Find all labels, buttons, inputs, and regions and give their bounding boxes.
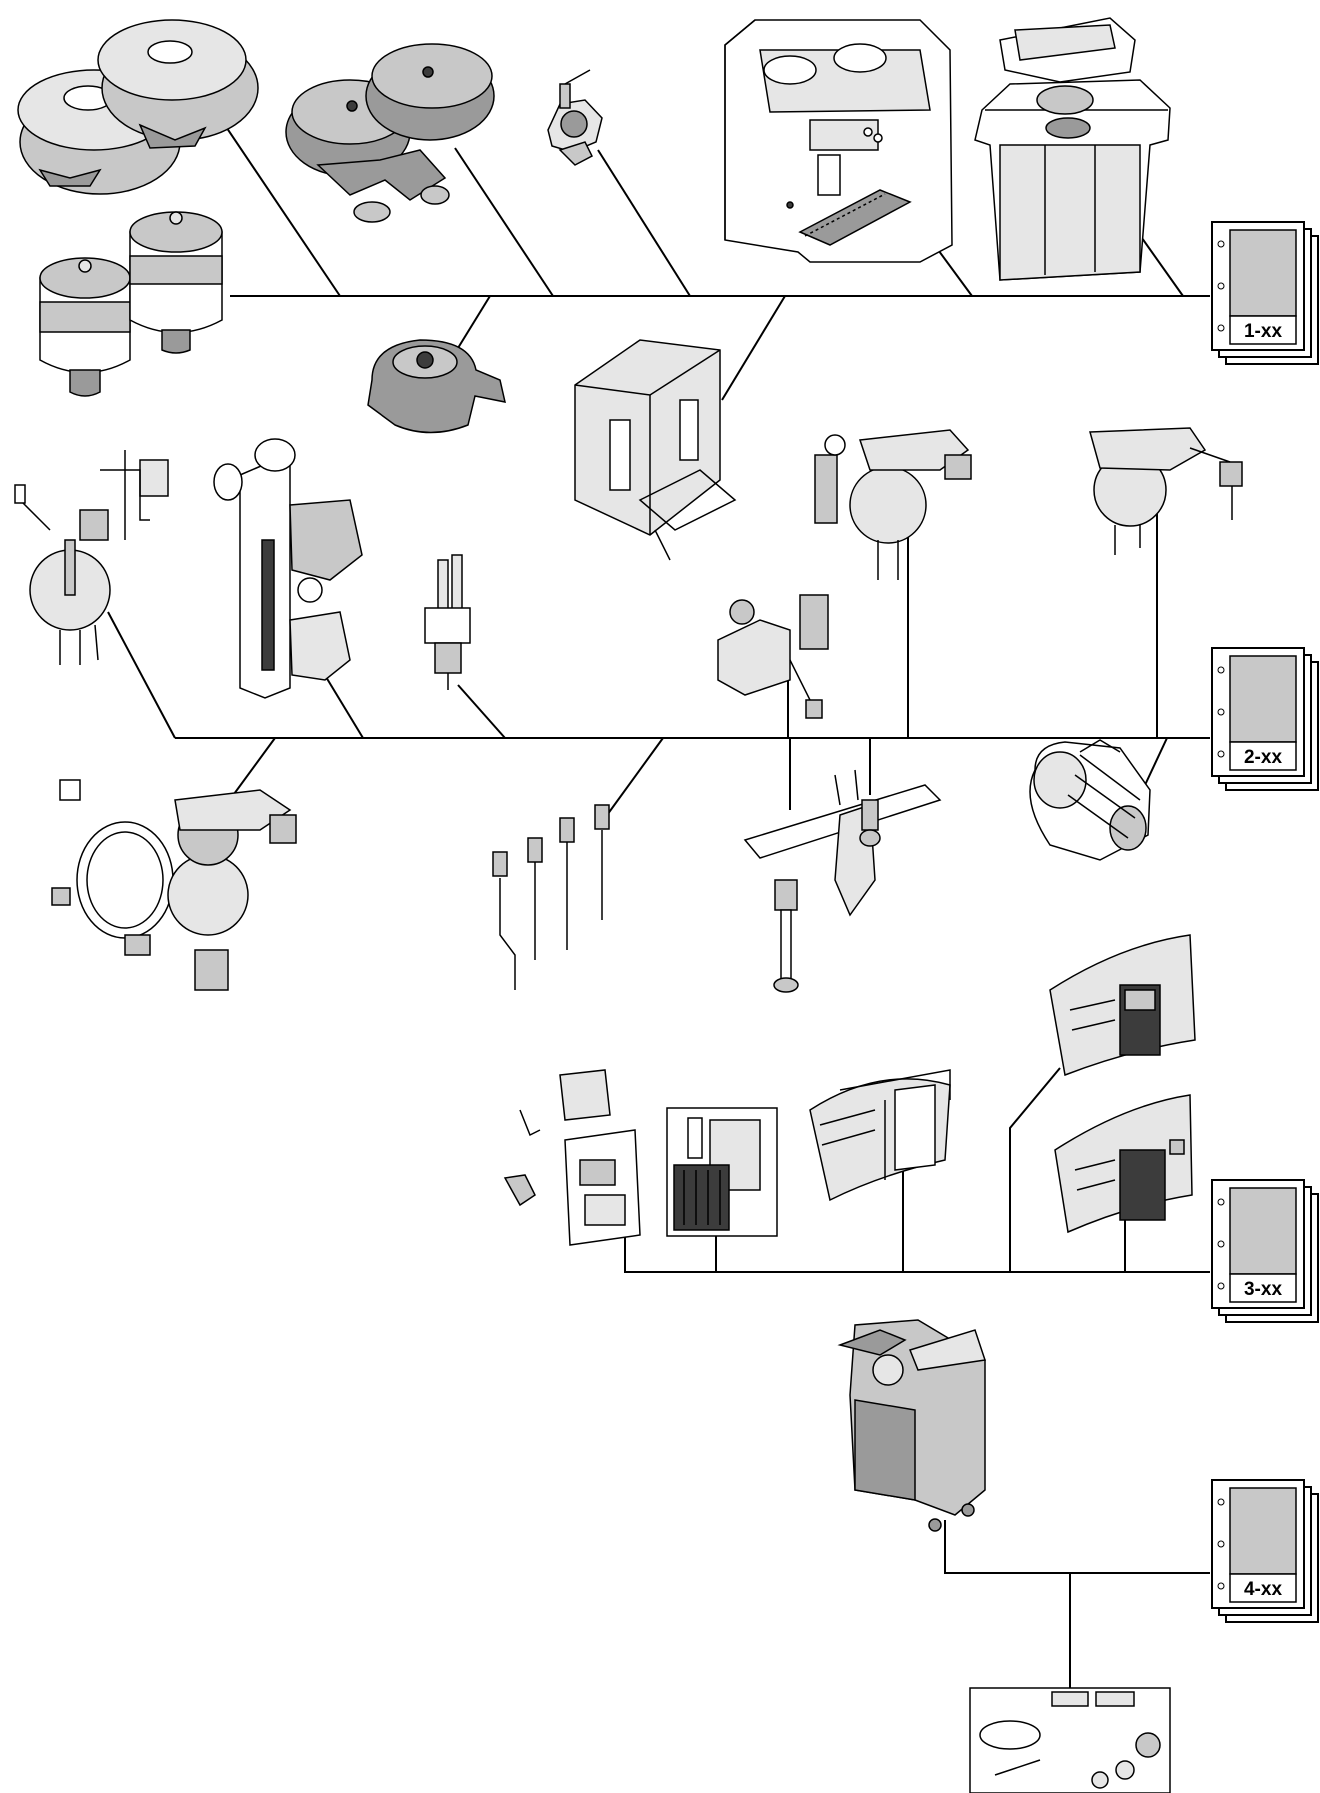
outlet-frame[interactable] xyxy=(743,769,942,993)
solenoid-valve[interactable] xyxy=(424,554,471,690)
boiler-assembly-right[interactable] xyxy=(1089,427,1243,555)
coffee-machine-front[interactable] xyxy=(724,19,953,263)
page-ref-book-1[interactable]: 1-xx xyxy=(1211,221,1319,365)
brew-unit-valve[interactable] xyxy=(367,339,506,434)
grinder-valve[interactable] xyxy=(547,69,603,166)
twin-canisters[interactable] xyxy=(39,211,223,397)
connector-lines xyxy=(107,99,1210,1688)
page-ref-book-4[interactable]: 4-xx xyxy=(1211,1479,1319,1623)
book-label-4: 4-xx xyxy=(1244,1579,1282,1600)
pump-motor[interactable] xyxy=(1029,739,1151,861)
book-label-1: 1-xx xyxy=(1244,321,1282,342)
control-board[interactable] xyxy=(503,1069,641,1246)
brew-group[interactable] xyxy=(213,438,363,699)
trolley-cabinet[interactable] xyxy=(837,1319,986,1532)
boiler-assembly-left[interactable] xyxy=(14,450,169,665)
front-panel[interactable] xyxy=(809,1069,951,1202)
door-panel-top[interactable] xyxy=(1049,934,1196,1077)
twin-bean-hoppers[interactable] xyxy=(17,19,259,195)
twin-grinders[interactable] xyxy=(285,43,495,223)
machine-frame[interactable] xyxy=(574,339,737,561)
door-panel-bottom[interactable] xyxy=(1054,1094,1193,1234)
accessory-kit[interactable] xyxy=(969,1687,1171,1793)
keypad-sheet[interactable] xyxy=(666,1107,778,1237)
page-ref-book-3[interactable]: 3-xx xyxy=(1211,1179,1319,1323)
valve-block[interactable] xyxy=(717,594,829,719)
book-label-3: 3-xx xyxy=(1244,1279,1282,1300)
book-label-2: 2-xx xyxy=(1244,747,1282,768)
hopper-stand[interactable] xyxy=(974,17,1171,281)
boiler-kit-exploded[interactable] xyxy=(51,779,297,991)
boiler-assembly-center[interactable] xyxy=(814,429,972,580)
steam-pipes[interactable] xyxy=(492,804,610,990)
page-ref-book-2[interactable]: 2-xx xyxy=(1211,647,1319,791)
